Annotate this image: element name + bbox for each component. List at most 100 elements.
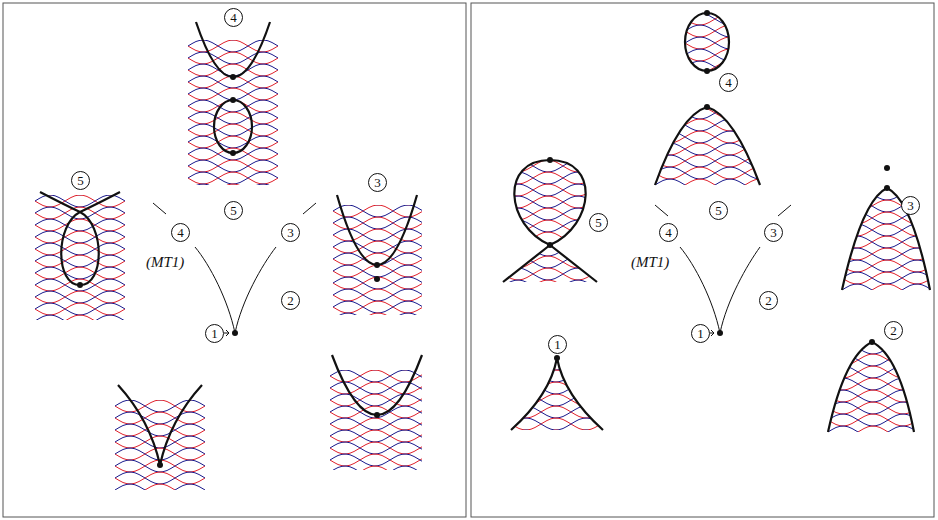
wave-line [115, 424, 205, 436]
wave-line [188, 136, 278, 148]
wave-line [838, 224, 934, 236]
callout-number: 5 [709, 201, 728, 220]
wave-line [188, 148, 278, 160]
wave-line [188, 40, 278, 52]
callout-number: 3 [764, 223, 783, 242]
wave-group [333, 205, 422, 315]
wave-line [651, 131, 763, 143]
callout-number: 2 [884, 321, 903, 340]
wave-group [824, 330, 916, 438]
wave-line [115, 484, 205, 490]
wave-group [651, 95, 763, 191]
wave-line [330, 454, 422, 466]
wave-group [115, 400, 205, 490]
wave-line [35, 315, 125, 320]
wave-line [499, 280, 599, 292]
wave-line [188, 112, 278, 124]
callout-number: 4 [171, 223, 190, 242]
wave-line [333, 277, 422, 289]
wave-line [838, 272, 934, 284]
wave-lines [31, 1, 934, 496]
wave-line [115, 400, 205, 412]
wave-line [115, 436, 205, 448]
wave-line [507, 370, 607, 382]
wave-line [333, 241, 422, 253]
wave-line [330, 454, 422, 466]
wave-line [824, 402, 916, 414]
wave-line [330, 442, 422, 454]
wave-line [838, 224, 934, 236]
wave-line [651, 167, 763, 179]
wave-line [824, 366, 916, 378]
callout-number: 4 [224, 8, 243, 27]
wave-line [188, 124, 278, 136]
wave-line [333, 241, 422, 253]
wave-group [507, 346, 607, 442]
wave-line [330, 466, 422, 470]
wave-line [824, 354, 916, 366]
wave-line [507, 382, 607, 394]
wave-line [115, 424, 205, 436]
wave-line [35, 291, 125, 303]
wave-line [35, 267, 125, 279]
callout-number: 5 [224, 201, 243, 220]
wave-line [35, 219, 125, 231]
callout-number: 5 [71, 171, 90, 190]
wave-line [35, 255, 125, 267]
wave-line [188, 184, 278, 185]
callout-number: 4 [659, 223, 678, 242]
wave-line [35, 219, 125, 231]
callout-number: 2 [281, 291, 300, 310]
wave-line [35, 243, 125, 255]
callout-number: 3 [901, 196, 920, 215]
wave-line [507, 394, 607, 406]
wave-line [35, 279, 125, 291]
wave-line [188, 52, 278, 64]
diagram-label: (MT1) [145, 255, 185, 270]
callout-number: 3 [281, 223, 300, 242]
wave-line [838, 284, 934, 296]
wave-line [681, 37, 733, 49]
wave-line [499, 220, 599, 232]
wave-line [824, 414, 916, 426]
wave-line [333, 289, 422, 301]
wave-line [35, 303, 125, 315]
wave-line [188, 172, 278, 184]
wave-line [838, 284, 934, 296]
wave-line [333, 205, 422, 217]
diagram-label: (MT1) [630, 255, 670, 270]
callout-number: 5 [589, 213, 608, 232]
wave-line [333, 301, 422, 313]
wave-line [188, 172, 278, 184]
wave-line [651, 167, 763, 179]
wave-line [507, 382, 607, 394]
wave-line [115, 412, 205, 424]
wave-line [188, 148, 278, 160]
wave-line [330, 394, 422, 406]
wave-line [35, 315, 125, 320]
wave-line [35, 291, 125, 303]
wave-line [333, 205, 422, 217]
wave-line [507, 430, 607, 442]
wave-line [115, 472, 205, 484]
wave-line [188, 124, 278, 136]
wave-line [651, 179, 763, 191]
callout-number: 1 [548, 335, 567, 354]
wave-line [35, 231, 125, 243]
callout-number: 2 [759, 291, 778, 310]
panel-frame [3, 3, 466, 517]
wave-line [499, 256, 599, 268]
wave-group [681, 1, 733, 73]
wave-line [115, 436, 205, 448]
callout-number: 1 [691, 324, 710, 343]
wave-line [188, 40, 278, 52]
wave-line [115, 484, 205, 490]
wave-line [651, 179, 763, 191]
wave-line [838, 260, 934, 272]
wave-line [188, 52, 278, 64]
wave-line [507, 406, 607, 418]
wave-line [115, 412, 205, 424]
callout-number: 4 [719, 73, 738, 92]
wave-line [35, 255, 125, 267]
